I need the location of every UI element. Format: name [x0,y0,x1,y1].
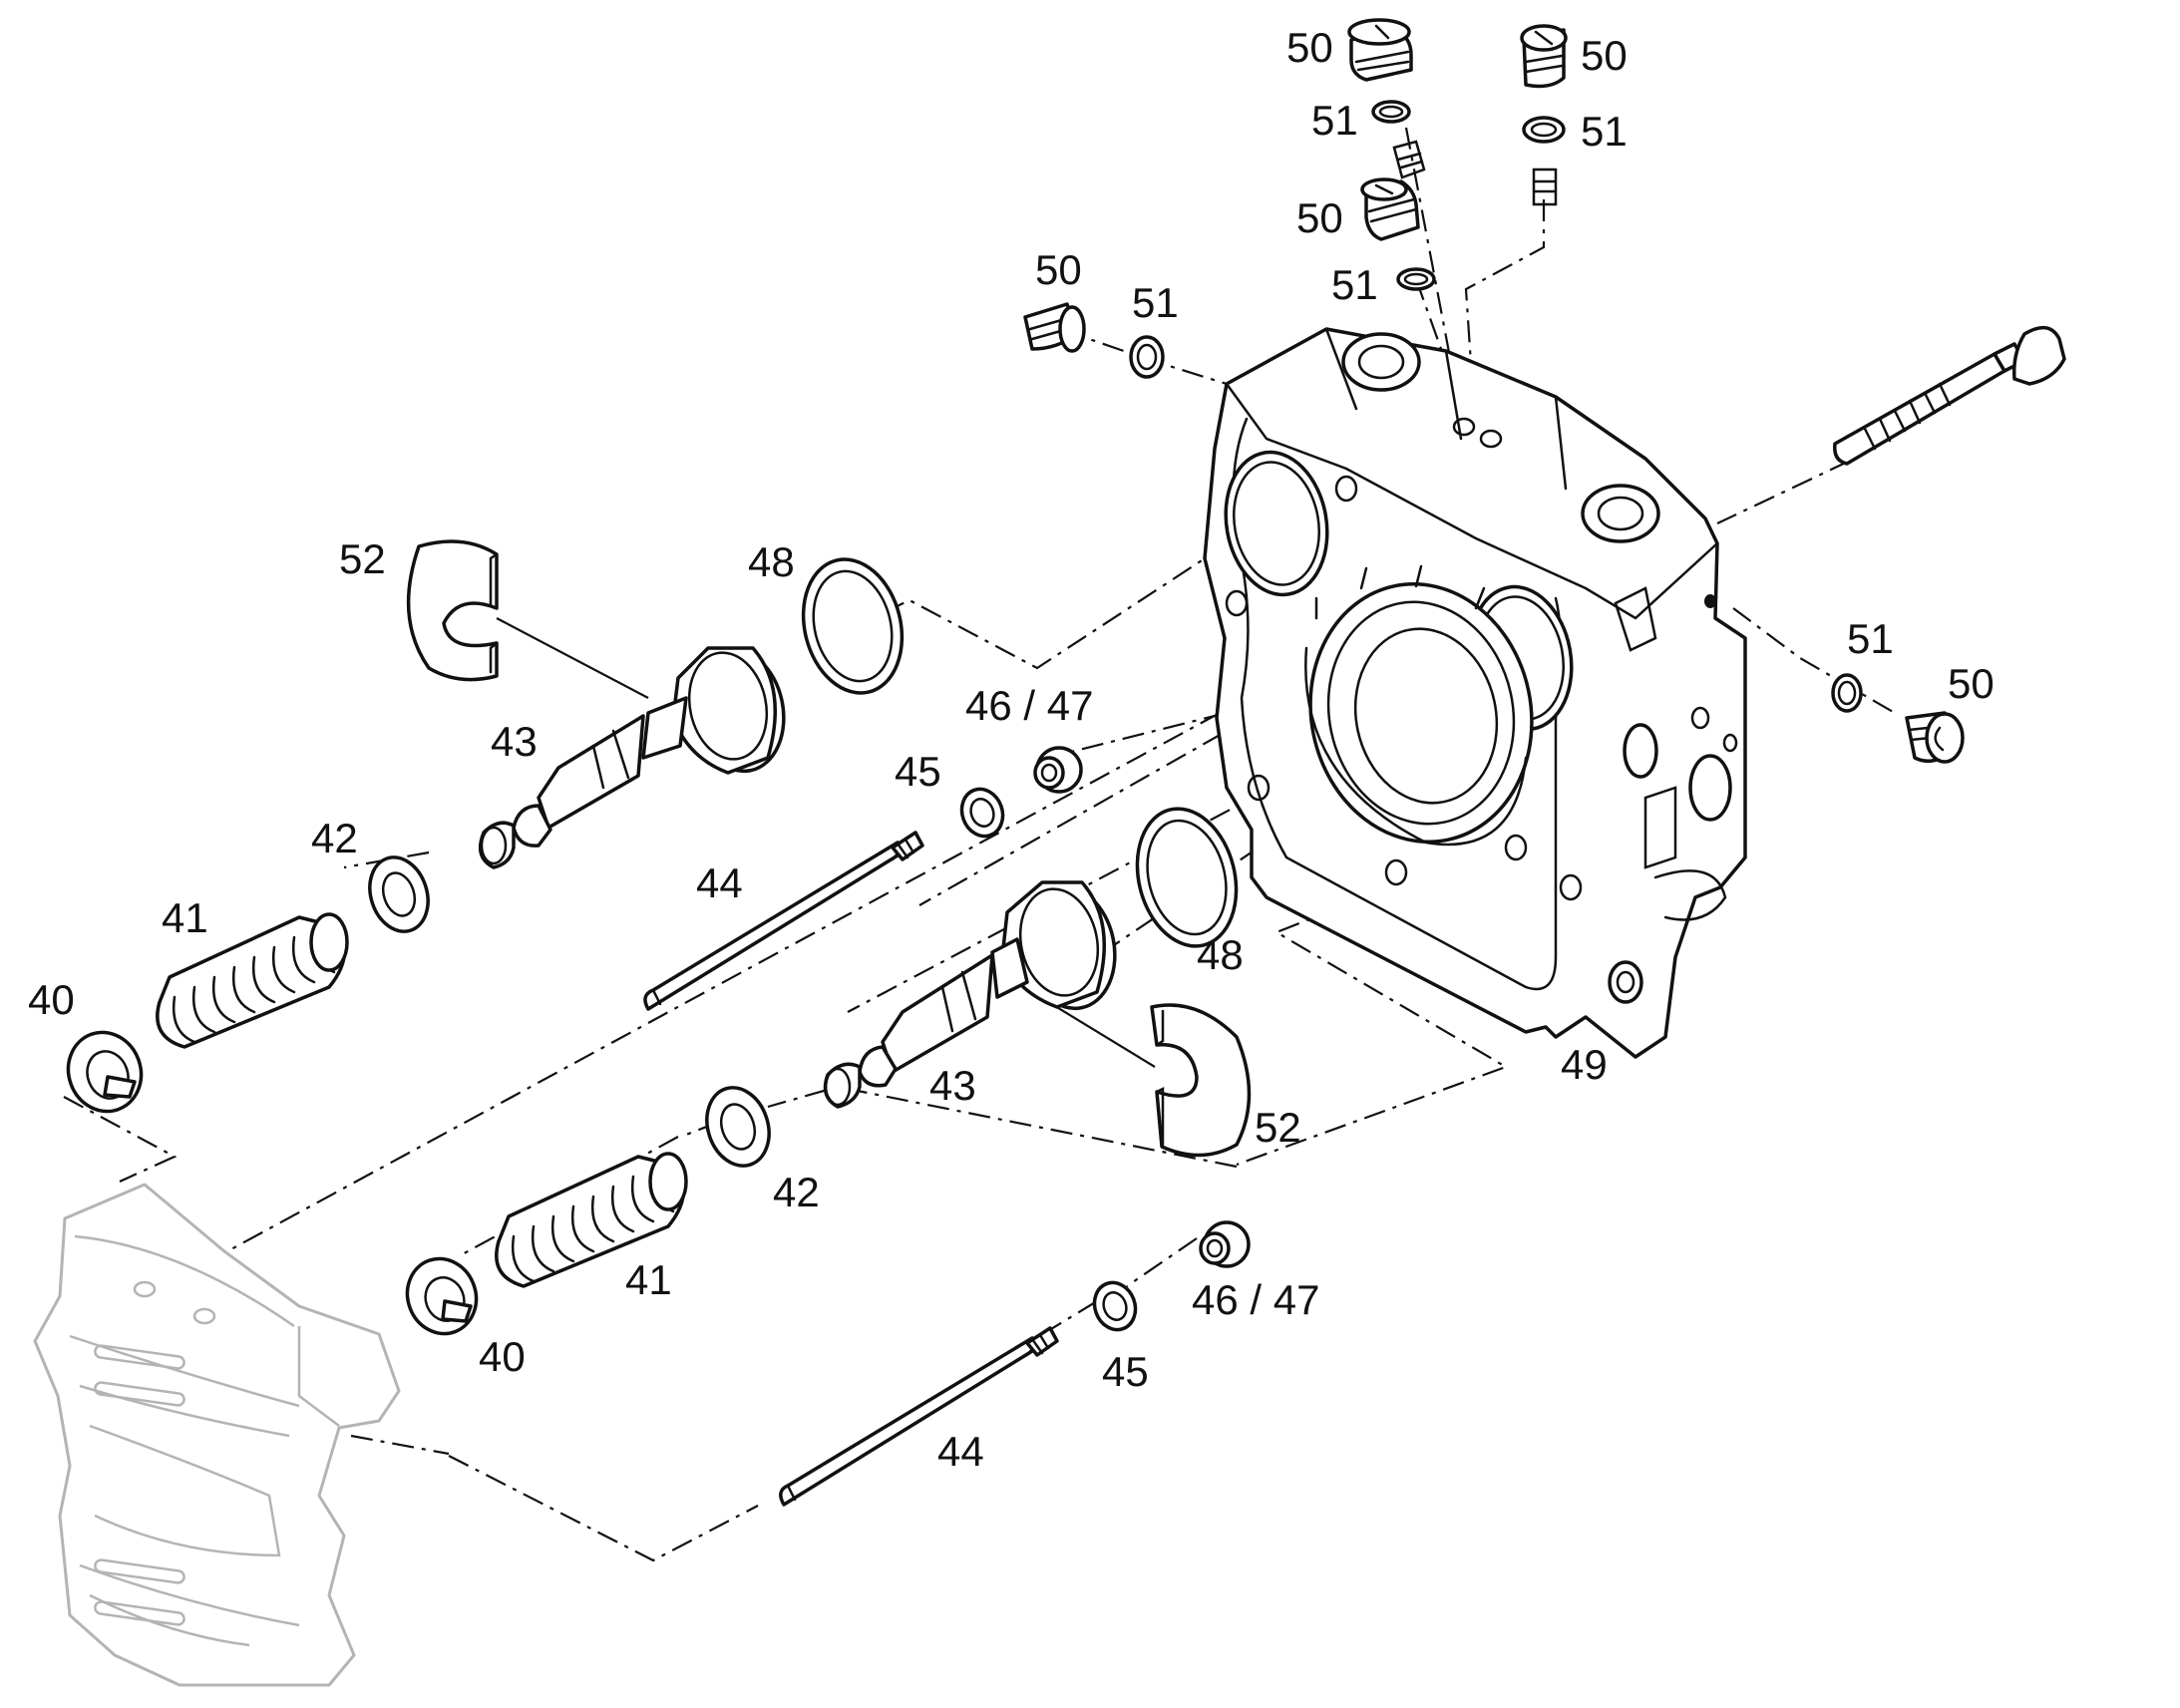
bolt [1833,325,2066,466]
spool-43-upper [478,646,786,869]
bushing-46-47-lower [1199,1220,1251,1268]
spool-43-lower [823,880,1117,1109]
plug-50-top-left [1347,18,1413,82]
oring-51-middle [1396,267,1436,291]
callout-50: 50 [1581,32,1628,79]
washer-42-upper [368,855,430,933]
plug-50-top-right [1520,24,1568,89]
callout-45: 45 [1102,1348,1149,1395]
callout-50: 50 [1296,194,1343,241]
seal-ring-48-upper [801,557,905,695]
callout-40: 40 [479,1333,526,1380]
callout-46-47: 46 / 47 [1192,1276,1319,1323]
bushing-46-47-upper [1033,746,1083,794]
callout-48: 48 [1197,931,1244,978]
callout-51: 51 [1311,97,1358,144]
retaining-clip-40-lower [405,1256,479,1336]
washer-45-lower [1092,1280,1138,1332]
plug-50-left [1023,302,1086,353]
callout-50: 50 [1948,660,1995,707]
spring-41-upper [156,912,349,1049]
callout-48: 48 [748,538,795,585]
plug-50-right [1905,711,1965,764]
retaining-clip-40-upper [66,1030,144,1114]
oring-51-top-right [1522,116,1566,144]
callout-51: 51 [1581,108,1628,155]
shim-52-lower [1150,1003,1252,1158]
spring-41-lower [495,1152,688,1288]
valve-insert-top-left [1392,140,1426,179]
oring-51-top-left [1371,100,1411,124]
oring-51-right [1831,673,1863,713]
callout-52: 52 [339,535,386,582]
callout-41: 41 [625,1256,672,1303]
washer-42-lower [705,1086,771,1168]
seal-ring-48-lower [1135,807,1239,948]
callout-51: 51 [1331,261,1378,308]
oring-51-left [1129,335,1165,379]
pin-44-lower [779,1326,1059,1507]
callout-43: 43 [929,1062,976,1109]
callout-42: 42 [773,1169,820,1215]
valve-housing-49 [1203,327,1747,1059]
callout-42: 42 [311,815,358,861]
shim-52-upper [406,539,499,682]
callout-46-47: 46 / 47 [965,682,1093,729]
callout-51: 51 [1847,615,1894,662]
callout-labels: 50 50 51 51 50 51 50 51 52 48 43 46 / 47… [28,24,1995,1475]
callout-43: 43 [491,718,538,765]
callout-45: 45 [895,748,941,795]
valve-insert-top-right [1532,168,1558,206]
callout-44: 44 [696,859,743,906]
callout-40: 40 [28,976,75,1023]
ghost-housing [33,1183,401,1687]
pin-44-upper [643,831,924,1011]
callout-52: 52 [1255,1104,1301,1151]
washer-45-upper [959,787,1005,839]
callout-50: 50 [1286,24,1333,71]
callout-41: 41 [162,894,208,941]
callout-44: 44 [937,1428,984,1475]
callout-50: 50 [1035,246,1082,293]
plug-50-middle [1360,177,1420,241]
callout-51: 51 [1132,279,1179,326]
callout-49: 49 [1561,1041,1608,1088]
